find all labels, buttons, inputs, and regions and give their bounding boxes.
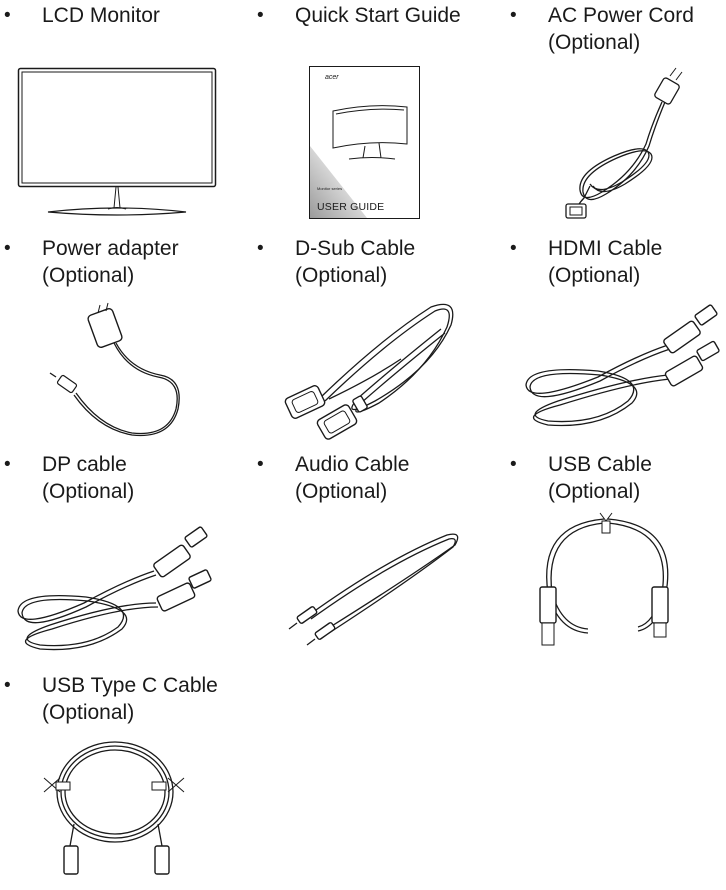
item-audio-cable: • Audio Cable (Optional): [253, 451, 495, 669]
item-label: USB Type C Cable (Optional): [42, 672, 238, 726]
item-lcd-monitor: • LCD Monitor: [0, 2, 242, 220]
bullet: •: [510, 454, 517, 475]
bullet: •: [510, 5, 517, 26]
item-label: AC Power Cord (Optional): [548, 2, 726, 56]
lcd-monitor-illustration: [18, 68, 218, 218]
guide-title: USER GUIDE: [317, 201, 384, 213]
bullet: •: [4, 238, 11, 259]
item-name: USB Type C Cable: [42, 674, 218, 697]
item-name: LCD Monitor: [42, 4, 160, 27]
item-label: Quick Start Guide: [295, 2, 491, 29]
usb-cable-illustration: [528, 511, 692, 651]
item-name: HDMI Cable: [548, 237, 663, 260]
bullet: •: [4, 675, 11, 696]
item-label: Power adapter (Optional): [42, 235, 238, 289]
item-name: Power adapter: [42, 237, 179, 260]
ac-power-cord-illustration: [562, 64, 702, 224]
item-name: Audio Cable: [295, 453, 410, 476]
item-name: D-Sub Cable: [295, 237, 416, 260]
item-label: USB Cable (Optional): [548, 451, 726, 505]
item-label: Audio Cable (Optional): [295, 451, 491, 505]
item-label: D-Sub Cable (Optional): [295, 235, 491, 289]
item-note: (Optional): [548, 480, 641, 503]
item-label: HDMI Cable (Optional): [548, 235, 726, 289]
item-d-sub-cable: • D-Sub Cable (Optional): [253, 235, 495, 453]
item-name: USB Cable: [548, 453, 652, 476]
guide-brand-logo: acer: [325, 74, 339, 81]
item-power-adapter: • Power adapter (Optional): [0, 235, 242, 453]
bullet: •: [4, 454, 11, 475]
item-label: DP cable (Optional): [42, 451, 238, 505]
bullet: •: [257, 238, 264, 259]
item-note: (Optional): [42, 264, 135, 287]
item-quick-start-guide: • Quick Start Guide acer Monitor series …: [253, 2, 495, 220]
bullet: •: [510, 238, 517, 259]
hdmi-cable-illustration: [518, 305, 722, 435]
bullet: •: [257, 5, 264, 26]
item-usb-type-c-cable: • USB Type C Cable (Optional): [0, 672, 242, 890]
item-name: DP cable: [42, 453, 127, 476]
bullet: •: [257, 454, 264, 475]
item-dp-cable: • DP cable (Optional): [0, 451, 242, 669]
item-usb-cable: • USB Cable (Optional): [506, 451, 726, 669]
d-sub-cable-illustration: [281, 299, 461, 445]
guide-model-line: Monitor series: [317, 186, 342, 191]
bullet: •: [4, 5, 11, 26]
item-ac-power-cord: • AC Power Cord (Optional): [506, 2, 726, 220]
power-adapter-illustration: [48, 301, 188, 441]
quick-start-guide-illustration: acer Monitor series USER GUIDE: [309, 66, 421, 221]
item-hdmi-cable: • HDMI Cable (Optional): [506, 235, 726, 453]
dp-cable-illustration: [14, 523, 218, 653]
item-label: LCD Monitor: [42, 2, 238, 29]
item-name: Quick Start Guide: [295, 4, 461, 27]
audio-cable-illustration: [287, 529, 467, 649]
item-note: (Optional): [295, 480, 388, 503]
item-note: (Optional): [42, 480, 135, 503]
item-note: (Optional): [548, 264, 641, 287]
item-note: (Optional): [548, 31, 641, 54]
item-note: (Optional): [42, 701, 135, 724]
usb-type-c-cable-illustration: [40, 736, 190, 876]
item-note: (Optional): [295, 264, 388, 287]
item-name: AC Power Cord: [548, 4, 694, 27]
